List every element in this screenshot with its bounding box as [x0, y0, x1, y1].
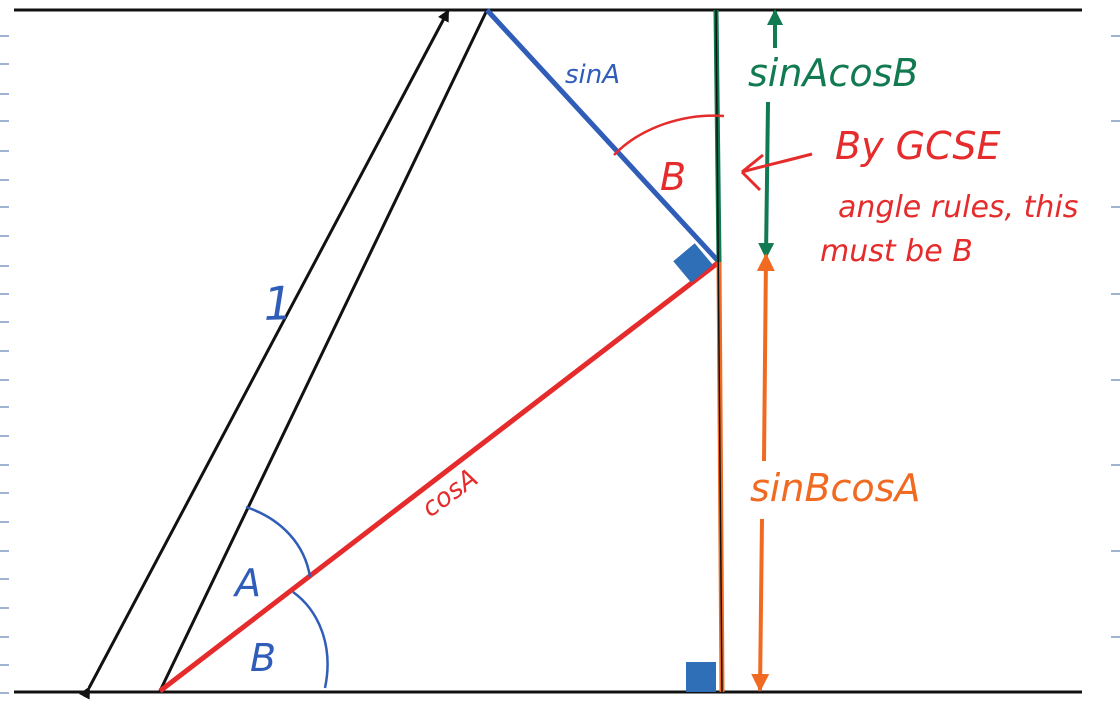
right-angle-square-bottom: [686, 662, 716, 692]
angle-b-arc-top: [613, 114, 725, 156]
annotation-line-2: angle rules, this: [838, 190, 1078, 225]
sin-a-cos-b-label: sinAcosB: [748, 51, 918, 95]
angle-a-label: A: [232, 561, 261, 605]
green-measure-arrow-lower: [758, 101, 775, 259]
sin-b-cos-a-label: sinBcosA: [750, 466, 920, 510]
cos-a-label: cosA: [416, 463, 483, 523]
orange-measure-arrow-upper: [756, 253, 775, 462]
angle-a-arc: [245, 505, 312, 578]
hypotenuse-label: 1: [262, 276, 293, 331]
sin-a-label: sinA: [565, 60, 620, 90]
vertical-black-edge: [715, 9, 723, 693]
annotation-line-3: must be B: [820, 234, 973, 269]
annotation-arrow-head: [740, 153, 764, 192]
annotation-line-1: By GCSE: [835, 124, 1000, 168]
margin-ticks: [0, 35, 1120, 694]
hypotenuse-line: [158, 9, 489, 692]
angle-b-label-top: B: [660, 155, 686, 199]
orange-measure-arrow-lower: [751, 518, 770, 692]
angle-b-label-bottom: B: [250, 636, 276, 680]
annotation-arrow: [741, 152, 813, 174]
angle-b-arc-bottom: [292, 590, 329, 689]
label-gap-1: [230, 247, 310, 349]
right-angle-square-middle: [673, 243, 713, 283]
hypotenuse-measure-arrow: [79, 9, 450, 700]
sin-a-side: [485, 8, 721, 264]
